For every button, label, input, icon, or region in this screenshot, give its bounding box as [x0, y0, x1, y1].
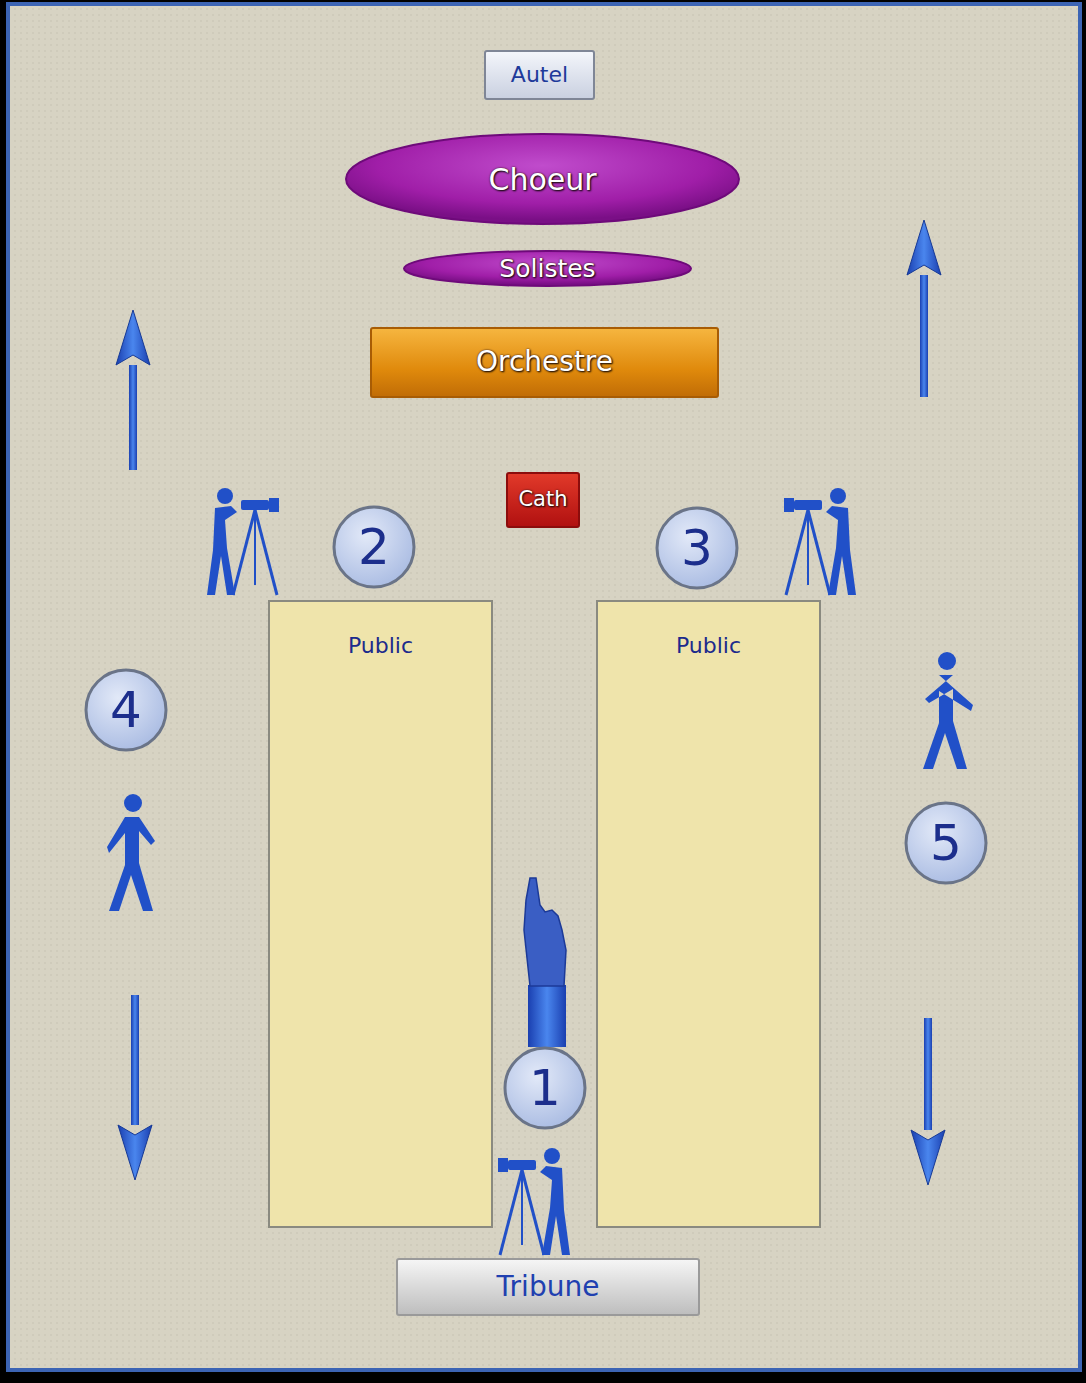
node-label: Choeur	[488, 163, 596, 196]
altar-box: Autel	[484, 50, 595, 100]
callout-number: 3	[655, 506, 739, 590]
soloists-ellipse: Solistes	[403, 250, 692, 287]
floor-border	[8, 4, 1080, 1370]
circle-outline	[906, 803, 986, 883]
node-label: Public	[348, 634, 413, 658]
arrow-shaft	[129, 365, 137, 470]
callout-number: 5	[904, 801, 988, 885]
node-label: Cath	[518, 488, 567, 511]
callout-number: 1	[503, 1046, 587, 1130]
camera-operator	[207, 488, 279, 595]
audience-area: Public	[268, 600, 493, 1228]
arrow-shaft	[920, 275, 928, 397]
camera-operator	[784, 488, 856, 595]
arrow-up	[116, 310, 150, 470]
arrow-shaft	[131, 995, 139, 1125]
arrow-down	[118, 995, 152, 1180]
callout-number: 4	[84, 668, 168, 752]
arrow-up	[907, 220, 941, 397]
circle-outline	[657, 508, 737, 588]
walking-person	[107, 794, 155, 911]
orchestra-box: Orchestre	[370, 327, 719, 398]
floor	[8, 4, 1080, 1370]
node-label: Orchestre	[476, 347, 613, 378]
choir-ellipse: Choeur	[345, 133, 740, 225]
callout-number: 2	[332, 505, 416, 589]
arrow-head	[907, 220, 941, 275]
node-label: Tribune	[497, 1272, 600, 1303]
node-label: 3	[681, 521, 713, 576]
pointing-hand	[524, 878, 566, 1047]
node-label: 4	[110, 683, 142, 738]
rect-outline	[485, 51, 594, 99]
node-label: Solistes	[499, 255, 595, 283]
circle-outline	[505, 1048, 585, 1128]
arrow-head	[116, 310, 150, 365]
rect-outline	[397, 1259, 699, 1315]
rect-outline	[507, 473, 579, 527]
figures	[107, 220, 973, 1255]
node-shape	[596, 600, 821, 1228]
camera-operator	[498, 1148, 570, 1255]
node-label: Autel	[511, 63, 568, 87]
rect-outline	[371, 328, 718, 397]
arrow-down	[911, 1018, 945, 1185]
ellipse-outline	[346, 134, 739, 224]
cath-box: Cath	[506, 472, 580, 528]
node-label: Public	[676, 634, 741, 658]
ellipse-outline	[404, 251, 691, 286]
node-label: 1	[529, 1061, 561, 1116]
hand-shape	[524, 878, 566, 986]
rect-outline	[269, 601, 492, 1227]
walking-person	[923, 652, 973, 769]
arrow-shaft	[924, 1018, 932, 1130]
node-label: 5	[930, 816, 962, 871]
node-shape	[268, 600, 493, 1228]
node-label: 2	[358, 520, 390, 575]
rect-outline	[597, 601, 820, 1227]
circle-outline	[86, 670, 166, 750]
audience-area: Public	[596, 600, 821, 1228]
arrow-head	[911, 1130, 945, 1185]
arrow-head	[118, 1125, 152, 1180]
tribune-box: Tribune	[396, 1258, 700, 1316]
circle-outline	[334, 507, 414, 587]
hand-cuff	[528, 985, 566, 1047]
